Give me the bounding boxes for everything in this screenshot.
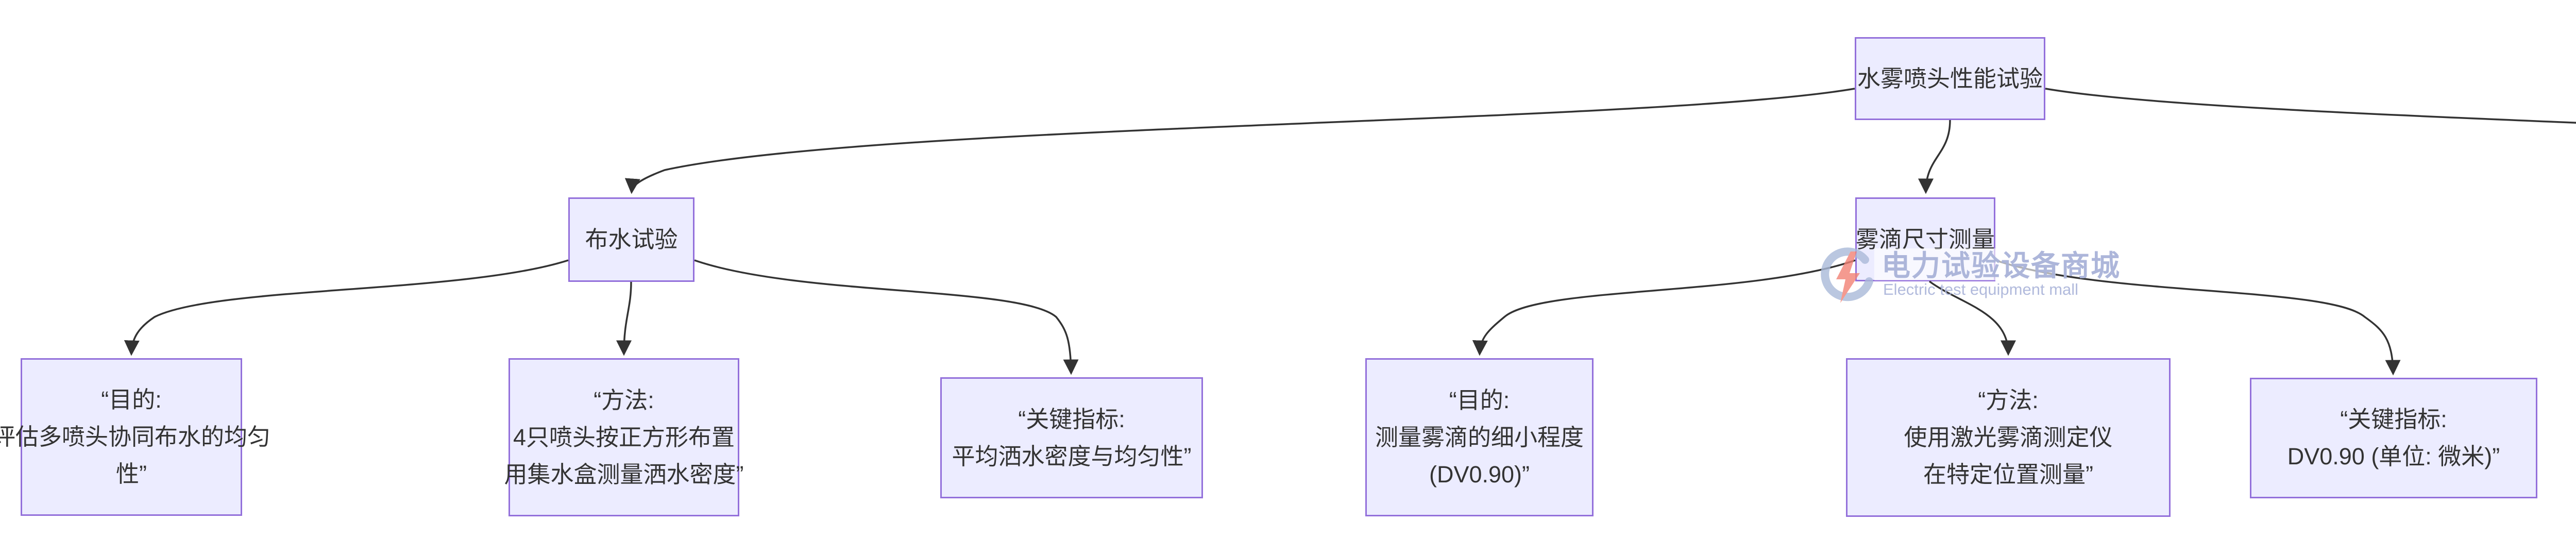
leaf-line: DV0.90 (单位: 微米)” xyxy=(2287,443,2500,469)
node-root-label: 水雾喷头性能试验 xyxy=(1857,65,2043,92)
edge-root-to-branch1 xyxy=(624,88,1855,194)
edge-branch1-to-leaf2 xyxy=(616,281,632,356)
leaf-line: “方法: xyxy=(1978,387,2039,413)
leaf-line: 测量雾滴的细小程度 xyxy=(1375,424,1584,450)
node-branch-droplet-size: 雾滴尺寸测量 xyxy=(1855,197,1995,281)
leaf-line: 平均洒水密度与均匀性” xyxy=(952,443,1192,469)
branch-label: 雾滴尺寸测量 xyxy=(1856,226,1995,253)
leaf-line: 在特定位置测量” xyxy=(1923,461,2093,488)
watermark-text-en: Electric test equipment mall xyxy=(1883,280,2079,298)
leaf-line: 评估多喷头协同布水的均匀 xyxy=(0,424,271,450)
leaf-line: “目的: xyxy=(101,387,162,413)
node-leaf-purpose-1: “目的: 评估多喷头协同布水的均匀 性” xyxy=(0,358,270,516)
node-branch-water-distribution: 布水试验 xyxy=(568,197,694,282)
node-leaf-method-2: “方法: 使用激光雾滴测定仪 在特定位置测量” xyxy=(1846,358,2171,517)
leaf-line: 用集水盒测量洒水密度” xyxy=(504,461,744,488)
node-leaf-method-1: “方法: 4只喷头按正方形布置 用集水盒测量洒水密度” xyxy=(504,358,744,516)
leaf-line: “目的: xyxy=(1449,387,1510,413)
edge-branch1-to-leaf3 xyxy=(694,259,1079,375)
node-root: 水雾喷头性能试验 xyxy=(1855,37,2045,120)
leaf-line: “方法: xyxy=(594,387,654,413)
edge-branch2-to-leaf6 xyxy=(1995,259,2401,376)
edge-branch2-to-leaf4 xyxy=(1472,259,1856,356)
leaf-line: 使用激光雾滴测定仪 xyxy=(1904,424,2113,450)
leaf-line: “关键指标: xyxy=(2340,406,2447,432)
node-leaf-purpose-2: “目的: 测量雾滴的细小程度 (DV0.90)” xyxy=(1365,358,1594,516)
edge-root-to-branch3 xyxy=(2045,88,2576,124)
leaf-line: “关键指标: xyxy=(1018,406,1125,432)
leaf-line: 4只喷头按正方形布置 xyxy=(513,424,735,450)
edge-branch1-to-leaf1 xyxy=(124,259,569,356)
leaf-line: 性” xyxy=(116,461,147,487)
leaf-line: (DV0.90)” xyxy=(1429,461,1530,488)
branch-label: 布水试验 xyxy=(585,226,678,253)
edge-root-to-branch2 xyxy=(1918,120,1951,194)
edge-branch2-to-leaf5 xyxy=(1928,280,2016,356)
node-leaf-metric-2: “关键指标: DV0.90 (单位: 微米)” xyxy=(2250,378,2537,498)
node-leaf-metric-1: “关键指标: 平均洒水密度与均匀性” xyxy=(940,377,1203,498)
